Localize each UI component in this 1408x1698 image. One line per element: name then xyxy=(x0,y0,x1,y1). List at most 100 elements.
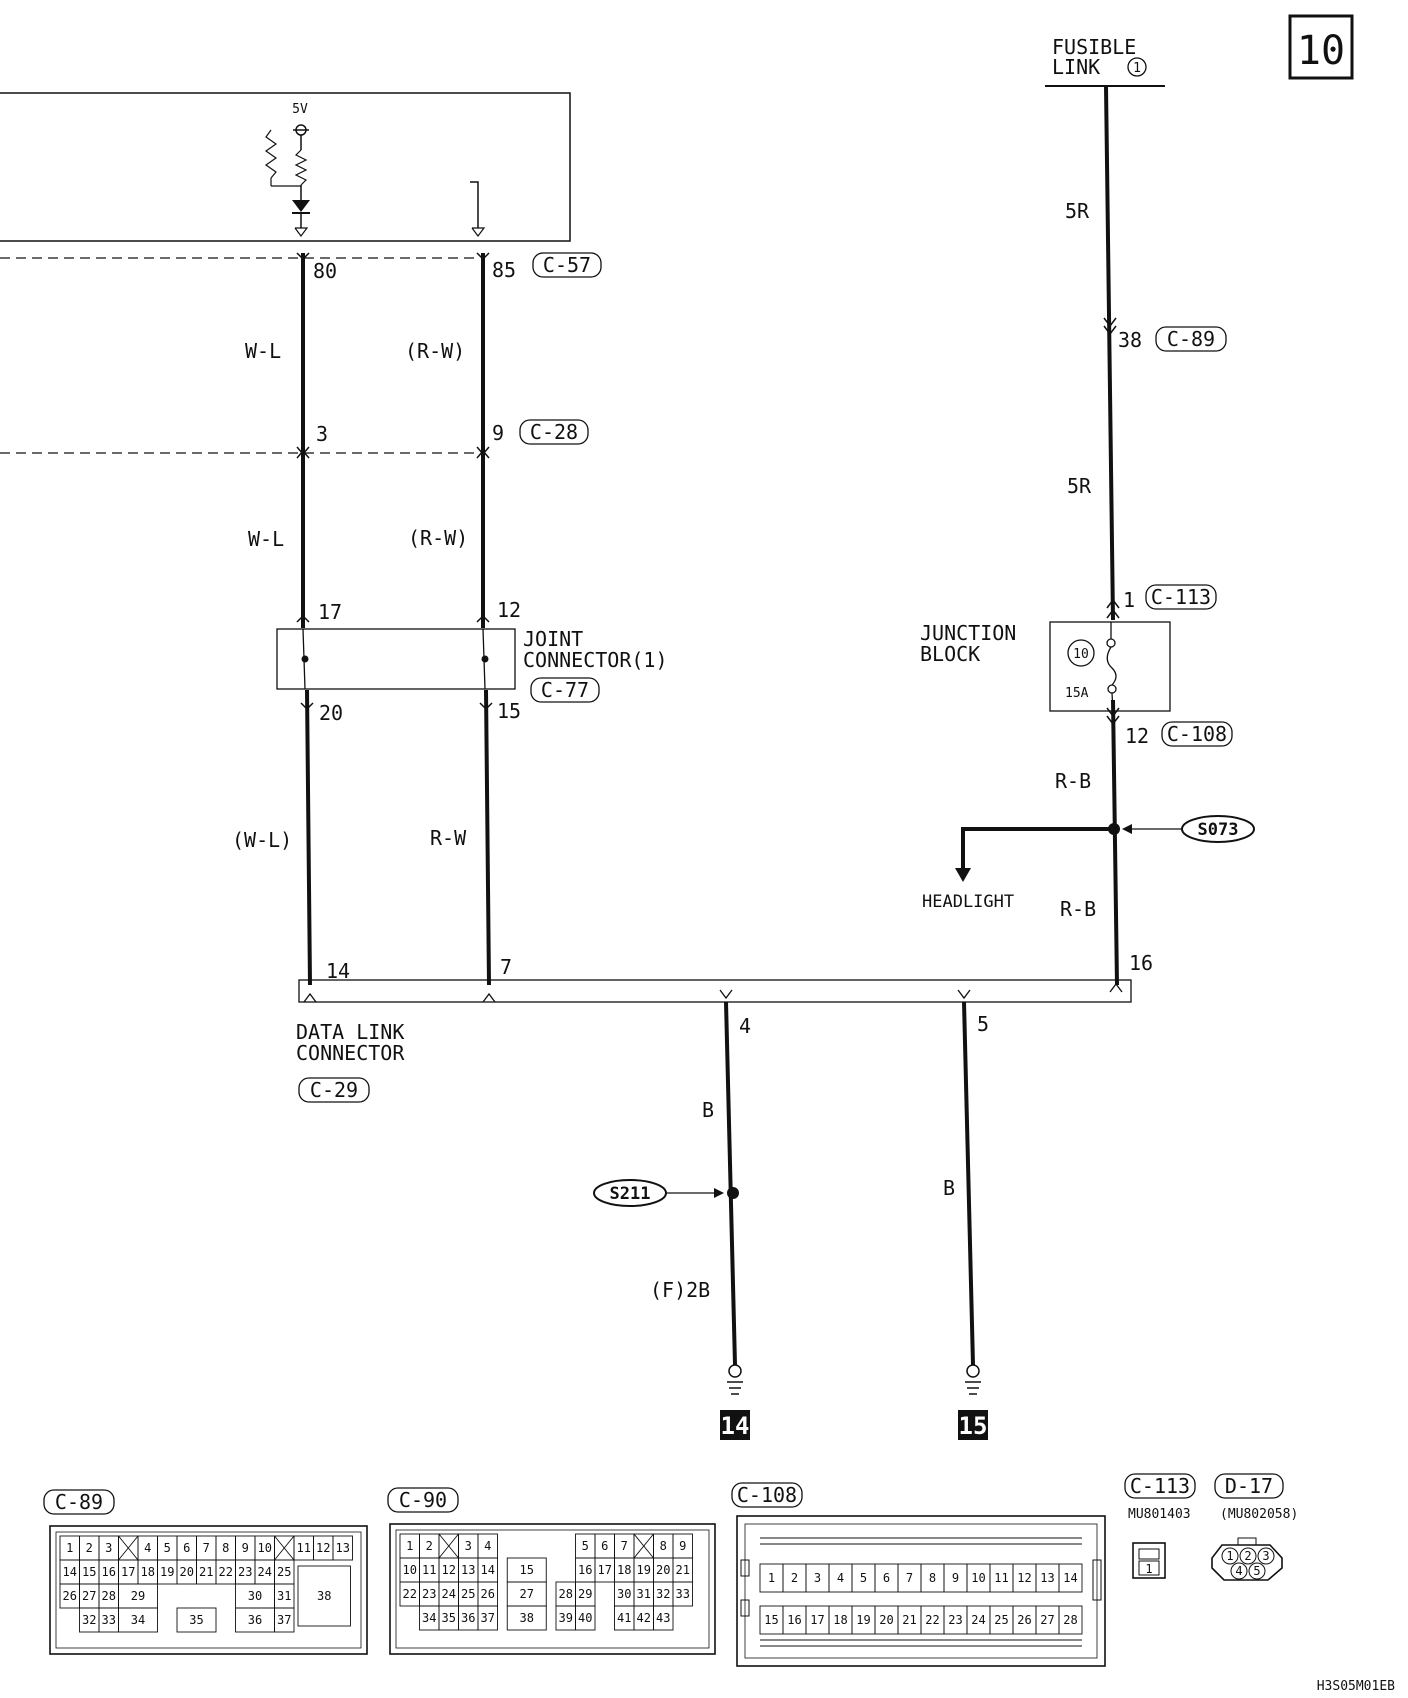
connector-d17-view-label: D-17 xyxy=(1225,1474,1273,1498)
c90-pin: 32 xyxy=(656,1587,670,1601)
c90-pin: 30 xyxy=(617,1587,631,1601)
c89-pin: 14 xyxy=(63,1565,77,1579)
ground-15-label: 15 xyxy=(959,1412,988,1440)
wire-color-left-mid: W-L xyxy=(248,527,284,551)
c90-pin: 41 xyxy=(617,1611,631,1625)
wire-ground-b xyxy=(962,1001,981,1395)
connector-tag-c113-view: C-113 xyxy=(1124,1473,1196,1499)
d17-pin-3: 3 xyxy=(1262,1549,1269,1563)
pin-14: 14 xyxy=(326,959,350,983)
pin-15: 15 xyxy=(497,699,521,723)
wire-color-right-top: (R-W) xyxy=(405,339,465,363)
connector-c113-face: 1 xyxy=(1132,1542,1166,1579)
c89-pin: 7 xyxy=(203,1541,210,1555)
c108-pin: 14 xyxy=(1063,1571,1077,1585)
c90-pin: 34 xyxy=(422,1611,436,1625)
c89-pin: 11 xyxy=(297,1541,311,1555)
c90-pin: 4 xyxy=(484,1539,491,1553)
c90-pin: 38 xyxy=(520,1611,534,1625)
c89-cell xyxy=(297,1565,351,1627)
c89-pin: 20 xyxy=(180,1565,194,1579)
connector-c89-label: C-89 xyxy=(1167,327,1215,351)
c89-pin: 32 xyxy=(82,1613,96,1627)
c89-cell xyxy=(332,1535,353,1561)
wire-right xyxy=(476,252,493,986)
c90-pin: 12 xyxy=(442,1563,456,1577)
c108-pin: 7 xyxy=(906,1571,913,1585)
pin-7: 7 xyxy=(500,955,512,979)
connector-tag-c90-view: C-90 xyxy=(387,1487,459,1513)
c108-pin: 9 xyxy=(952,1571,959,1585)
c108-pin: 8 xyxy=(929,1571,936,1585)
c90-pin: 24 xyxy=(442,1587,456,1601)
c90-pin: 13 xyxy=(461,1563,475,1577)
c90-pin: 31 xyxy=(637,1587,651,1601)
page-number: 10 xyxy=(1297,28,1345,74)
c89-pin: 19 xyxy=(160,1565,174,1579)
c108-pin: 27 xyxy=(1040,1613,1054,1627)
c108-pin: 20 xyxy=(879,1613,893,1627)
wire-ground-a xyxy=(724,1001,743,1395)
c108-pin: 2 xyxy=(791,1571,798,1585)
joint-connector-label-2: CONNECTOR(1) xyxy=(523,648,668,672)
connector-tag-c28: C-28 xyxy=(519,419,589,445)
c108-cell xyxy=(1058,1563,1083,1593)
c108-pin: 11 xyxy=(994,1571,1008,1585)
pin-4: 4 xyxy=(739,1014,751,1038)
d17-pin-2: 2 xyxy=(1244,1549,1251,1563)
c90-pin: 3 xyxy=(465,1539,472,1553)
c108-pin: 17 xyxy=(810,1613,824,1627)
c90-pin: 39 xyxy=(559,1611,573,1625)
data-link-label-1: DATA LINK xyxy=(296,1020,404,1044)
c89-pin: 38 xyxy=(317,1589,331,1603)
wire-color-right-low: R-W xyxy=(430,826,467,850)
pin-1: 1 xyxy=(1123,588,1135,612)
headlight-label: HEADLIGHT xyxy=(922,892,1014,912)
d17-pin-5: 5 xyxy=(1253,1564,1260,1578)
c108-pin: 13 xyxy=(1040,1571,1054,1585)
fusible-link-label-1: FUSIBLE xyxy=(1052,35,1136,59)
c108-pin: 25 xyxy=(994,1613,1008,1627)
fuse-number: 10 xyxy=(1073,647,1089,662)
c108-pin: 1 xyxy=(768,1571,775,1585)
wire-color-left-top: W-L xyxy=(245,339,281,363)
connector-c57-label: C-57 xyxy=(543,253,591,277)
connector-tag-c89: C-89 xyxy=(1155,326,1227,352)
fusible-link-label-2: LINK xyxy=(1052,55,1100,79)
c89-pin: 22 xyxy=(219,1565,233,1579)
c89-pin: 23 xyxy=(238,1565,252,1579)
c90-pin: 40 xyxy=(578,1611,592,1625)
fuse-rating: 15A xyxy=(1065,686,1089,701)
c89-pin: 10 xyxy=(258,1541,272,1555)
c90-pin: 1 xyxy=(406,1539,413,1553)
page-number-box: 10 xyxy=(1288,14,1354,80)
c89-pin: 37 xyxy=(277,1613,291,1627)
c89-pin: 18 xyxy=(141,1565,155,1579)
c108-pin: 21 xyxy=(902,1613,916,1627)
c90-cell xyxy=(653,1605,674,1631)
connector-c108-view-label: C-108 xyxy=(737,1483,797,1507)
c90-pin: 21 xyxy=(676,1563,690,1577)
wire-color-feed-mid: 5R xyxy=(1067,474,1092,498)
c89-pin: 4 xyxy=(144,1541,151,1555)
c108-pin: 23 xyxy=(948,1613,962,1627)
splice-s211: S211 xyxy=(593,1179,667,1207)
wire-color-ground-b: B xyxy=(943,1176,955,1200)
c90-pin: 29 xyxy=(578,1587,592,1601)
c90-cell xyxy=(575,1605,596,1631)
c90-cell xyxy=(477,1605,498,1631)
c90-pin: 28 xyxy=(559,1587,573,1601)
c89-pin: 36 xyxy=(248,1613,262,1627)
d17-pin-4: 4 xyxy=(1235,1564,1242,1578)
wire-color-right-mid: (R-W) xyxy=(408,526,468,550)
connector-c90-view-label: C-90 xyxy=(399,1488,447,1512)
connector-c77-label: C-77 xyxy=(541,678,589,702)
drawing-code: H3S05M01EB xyxy=(1317,1679,1395,1694)
pin-17: 17 xyxy=(318,600,342,624)
connector-c113-label: C-113 xyxy=(1151,585,1211,609)
c89-pin: 27 xyxy=(82,1589,96,1603)
c90-pin: 36 xyxy=(461,1611,475,1625)
c90-pin: 2 xyxy=(426,1539,433,1553)
